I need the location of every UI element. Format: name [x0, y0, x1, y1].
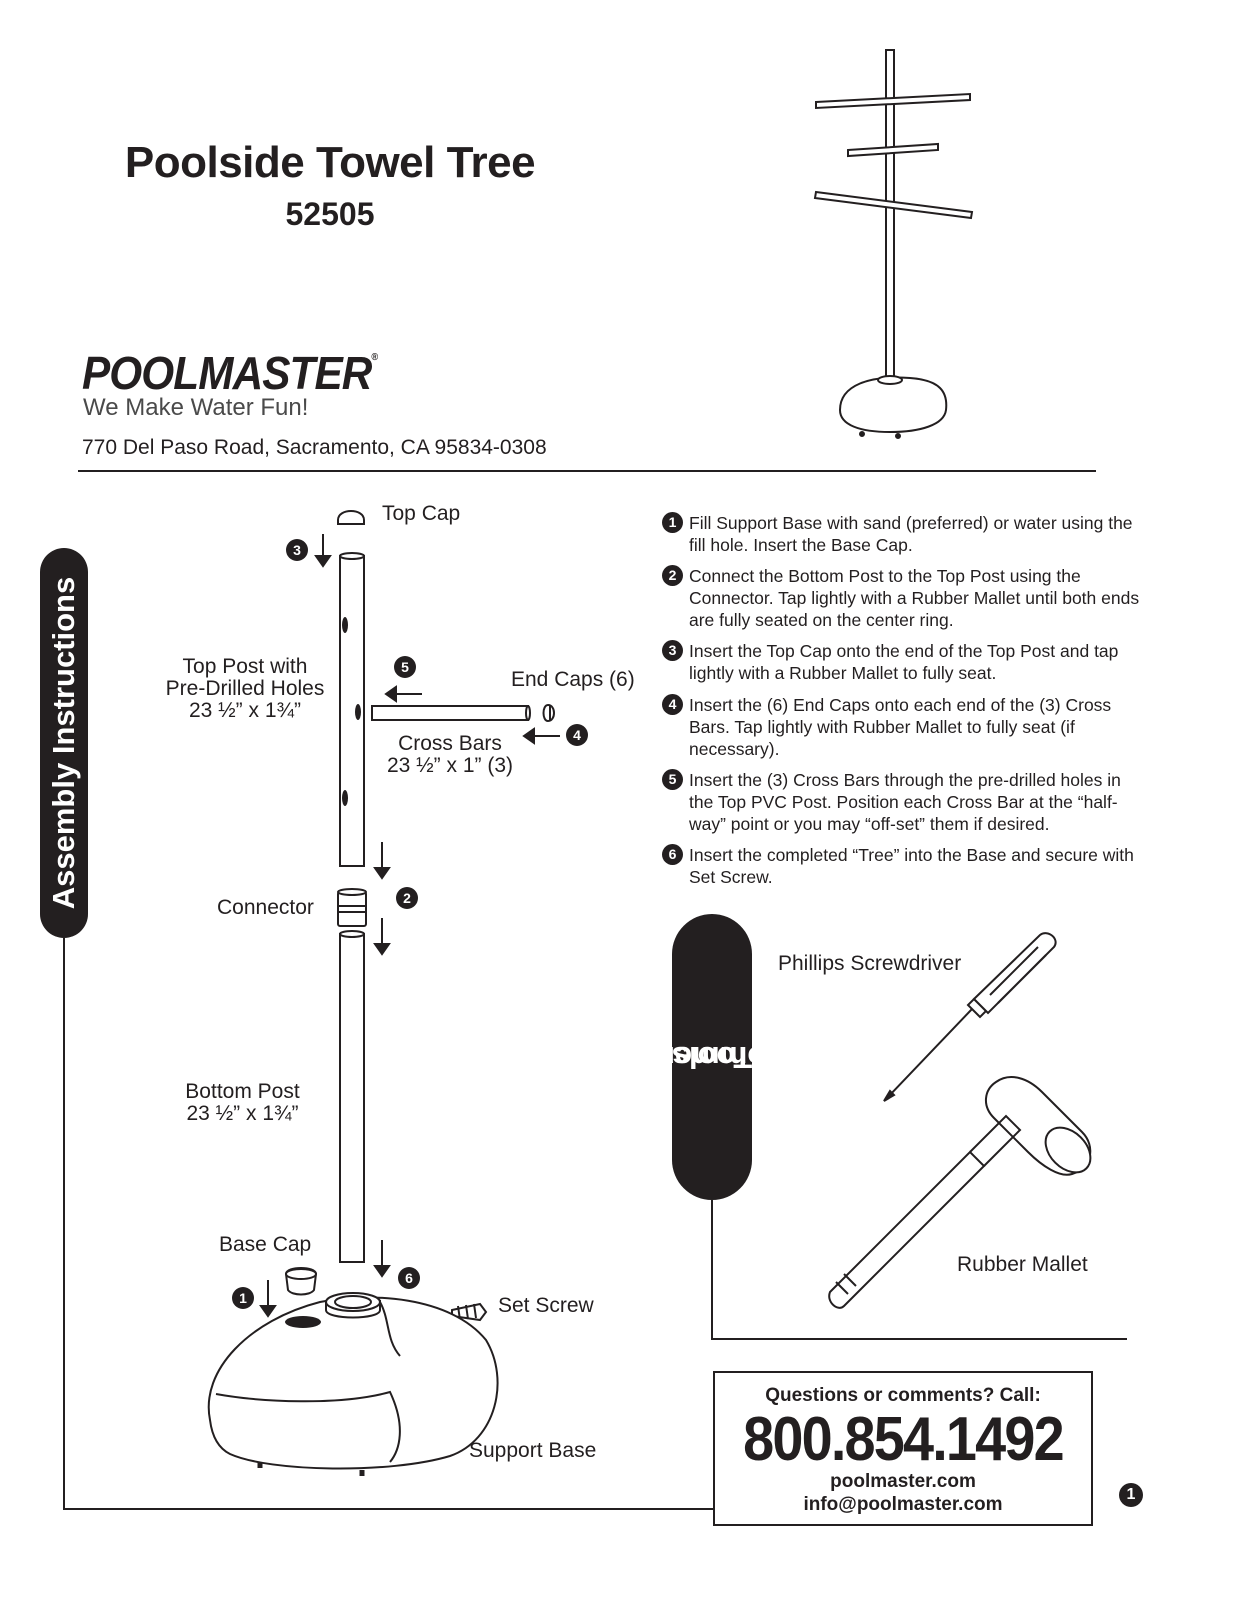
diagram-step-5-badge: 5: [394, 656, 416, 678]
connector-part: [337, 891, 367, 927]
diagram-step-4-badge: 4: [566, 724, 588, 746]
contact-email[interactable]: info@poolmaster.com: [803, 1494, 1003, 1515]
brand-name: POOLMASTER: [82, 347, 372, 399]
assembly-instructions-tab: Assembly Instructions: [40, 548, 88, 938]
top-post-label: Top Post with Pre-Drilled Holes 23 ½” x …: [150, 656, 340, 722]
bottom-post-label: Bottom Post 23 ½” x 1¾”: [160, 1081, 325, 1125]
top-post-label-line2: Pre-Drilled Holes: [165, 677, 325, 700]
end-caps-label: End Caps (6): [511, 668, 635, 691]
contact-heading: Questions or comments? Call:: [765, 1385, 1041, 1406]
step-number: 3: [662, 640, 683, 661]
support-base-part: [207, 1296, 499, 1470]
contact-phone: 800.854.1492: [743, 1405, 1065, 1474]
top-post-dims: 23 ½” x 1¾”: [188, 699, 302, 722]
screwdriver-icon: [883, 932, 1057, 1102]
diagram-step-6-badge: 6: [398, 1267, 420, 1289]
step-text: Fill Support Base with sand (preferred) …: [689, 513, 1133, 555]
base-cap-label: Base Cap: [219, 1233, 312, 1256]
model-number: 52505: [285, 196, 375, 232]
contact-box: Questions or comments? Call: 800.854.149…: [713, 1371, 1093, 1526]
diagram-step-2-badge: 2: [396, 887, 418, 909]
end-cap-part: [542, 703, 555, 723]
brand-tagline: We Make Water Fun!: [83, 394, 309, 421]
instruction-step-6: 6 Insert the completed “Tree” into the Ba…: [662, 844, 1142, 888]
step-text: Insert the Top Cap onto the end of the T…: [689, 641, 1119, 683]
brand-logo: POOLMASTER®: [82, 346, 378, 400]
support-base-label: Support Base: [469, 1439, 597, 1462]
instruction-step-4: 4 Insert the (6) End Caps onto each end o…: [662, 694, 1142, 760]
step-number: 2: [662, 565, 683, 586]
instruction-step-5: 5 Insert the (3) Cross Bars through the p…: [662, 769, 1142, 835]
cross-bars-label-line1: Cross Bars: [398, 732, 502, 755]
step-number: 5: [662, 769, 683, 790]
diagram-step-1-badge: 1: [232, 1287, 254, 1309]
step-number: 1: [662, 512, 683, 533]
instruction-step-1: 1 Fill Support Base with sand (preferred)…: [662, 512, 1142, 556]
assembly-diagram: [207, 510, 560, 1476]
company-address: 770 Del Paso Road, Sacramento, CA 95834-…: [82, 436, 547, 459]
step-number: 6: [662, 844, 683, 865]
assembly-frame-bottom: [63, 1508, 714, 1510]
header-divider: [78, 470, 1096, 472]
registered-mark: ®: [371, 352, 378, 363]
page-number: 1: [1119, 1483, 1143, 1507]
page-title: Poolside Towel Tree: [124, 138, 536, 187]
top-post-label-line1: Top Post with: [182, 655, 308, 678]
set-screw-label: Set Screw: [498, 1294, 594, 1317]
step-number: 4: [662, 694, 683, 715]
instruction-step-2: 2 Connect the Bottom Post to the Top Post…: [662, 565, 1142, 631]
tools-frame-bottom: [711, 1338, 1127, 1340]
step-text: Insert the (3) Cross Bars through the pr…: [689, 770, 1121, 834]
top-cap-label: Top Cap: [382, 502, 461, 525]
assembly-title: Assembly Instructions: [46, 576, 81, 910]
assembly-frame-left: [63, 938, 65, 1510]
step-text: Connect the Bottom Post to the Top Post …: [689, 566, 1140, 630]
tools-frame-left: [711, 1200, 713, 1340]
instruction-step-3: 3 Insert the Top Cap onto the end of the …: [662, 640, 1142, 684]
connector-label: Connector: [217, 896, 314, 919]
contact-website[interactable]: poolmaster.com: [830, 1471, 976, 1492]
rubber-mallet-icon: [828, 1076, 1092, 1309]
cross-bar-part: [371, 705, 529, 721]
cross-bars-dims: 23 ½” x 1” (3): [386, 754, 514, 777]
bottom-post-dims: 23 ½” x 1¾”: [186, 1102, 299, 1125]
top-cap-part: [337, 510, 365, 525]
towel-tree-illustration: [813, 49, 974, 439]
step-text: Insert the completed “Tree” into the Bas…: [689, 845, 1134, 887]
diagram-step-3-badge: 3: [286, 539, 308, 561]
bottom-post-part: [339, 933, 365, 1263]
step-text: Insert the (6) End Caps onto each end of…: [689, 695, 1112, 759]
mallet-label: Rubber Mallet: [957, 1253, 1088, 1276]
screwdriver-label: Phillips Screwdriver: [778, 952, 962, 975]
bottom-post-label-line1: Bottom Post: [185, 1080, 300, 1103]
cross-bars-label: Cross Bars 23 ½” x 1” (3): [370, 733, 530, 777]
